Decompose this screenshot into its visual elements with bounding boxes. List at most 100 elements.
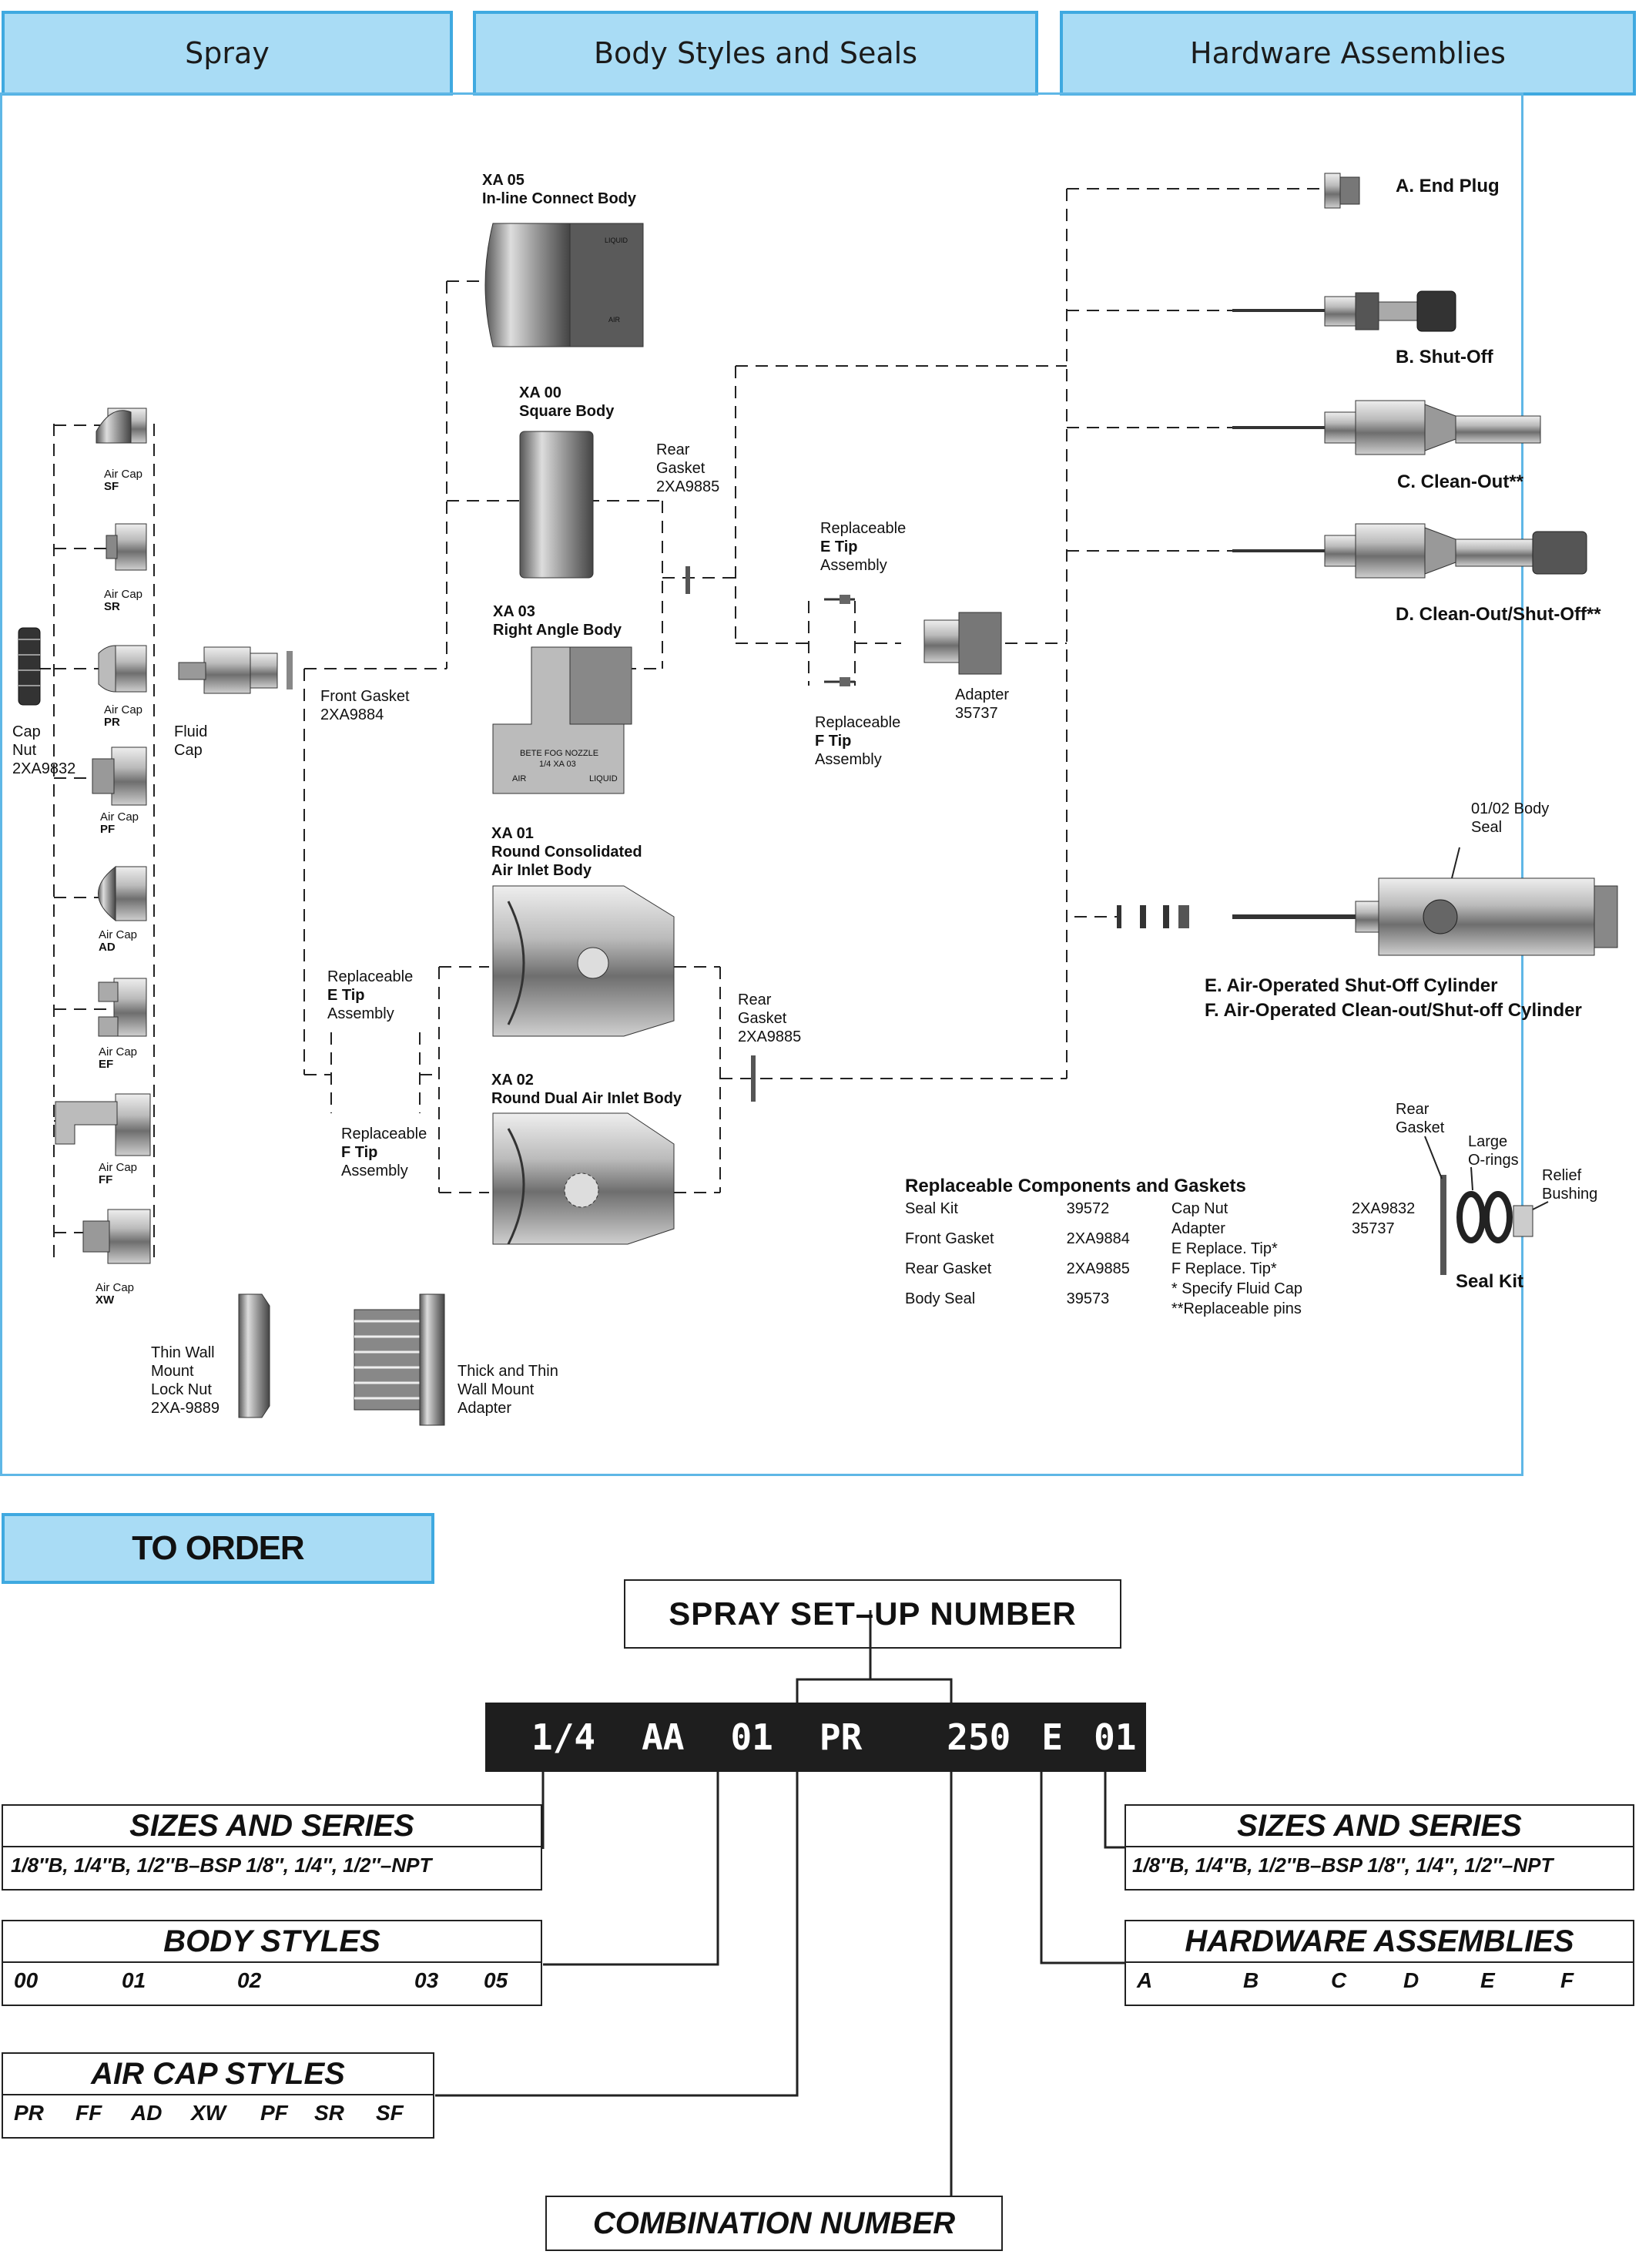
hardware-b-label: B. Shut-Off xyxy=(1396,347,1493,367)
clean-out-shut-off-icon xyxy=(1232,523,1587,579)
hardware-a-label: A. End Plug xyxy=(1396,176,1500,196)
tab-spray: Spray xyxy=(2,11,453,96)
sizes-series-left-values: 1/8″B, 1/4″B, 1/2″B–BSP 1/8″, 1/4″, 1/2″… xyxy=(11,1854,432,1877)
end-plug-icon xyxy=(1324,173,1360,209)
xa03-stamp-liquid: LIQUID xyxy=(589,774,618,783)
air-cap-styles-values: PR FF AD XW PF SR SF xyxy=(14,2101,404,2125)
code-size-2: 01 xyxy=(1094,1716,1137,1758)
components-table: Replaceable Components and Gaskets Seal … xyxy=(905,1174,1433,1319)
body-styles-title: BODY STYLES xyxy=(3,1921,541,1963)
air-cap-xw-icon xyxy=(82,1209,151,1264)
air-cap-sr-icon xyxy=(106,523,147,571)
air-cap-pr-icon xyxy=(98,645,147,693)
body-styles-values: 00 01 02 03 05 xyxy=(14,1968,508,1992)
xa03-stamp-num: 1/4 XA 03 xyxy=(539,760,576,769)
xa05-stamp-air: AIR xyxy=(608,316,621,324)
sizes-series-right-values: 1/8″B, 1/4″B, 1/2″B–BSP 1/8″, 1/4″, 1/2″… xyxy=(1132,1854,1554,1877)
air-cap-styles-title: AIR CAP STYLES xyxy=(3,2054,433,2095)
f-tip-icon xyxy=(824,677,855,686)
components-title: Replaceable Components and Gaskets xyxy=(905,1176,1246,1196)
hardware-c-label: C. Clean-Out** xyxy=(1397,471,1524,492)
code-combination: 250 xyxy=(947,1716,1011,1758)
sizes-series-left: SIZES AND SERIES 1/8″B, 1/4″B, 1/2″B–BSP… xyxy=(2,1804,542,1891)
adapter-icon xyxy=(923,612,1002,675)
air-cap-ff-icon xyxy=(55,1093,151,1156)
air-operated-cylinder-icon xyxy=(1117,877,1618,956)
setup-number-code: 1/4 AA 01 PR 250 E 01 xyxy=(485,1703,1146,1772)
hardware-e-label: E. Air-Operated Shut-Off Cylinder xyxy=(1205,975,1498,996)
shut-off-icon xyxy=(1232,290,1456,332)
spray-setup-number-title: SPRAY SET–UP NUMBER xyxy=(624,1579,1121,1649)
fluid-cap-icon xyxy=(178,646,293,694)
code-hardware: E xyxy=(1041,1716,1064,1758)
hardware-assemblies-box: HARDWARE ASSEMBLIES A B C D E F xyxy=(1125,1920,1634,2006)
sizes-series-left-title: SIZES AND SERIES xyxy=(3,1806,541,1847)
xa02-body-icon xyxy=(492,1112,675,1245)
code-air-cap: PR xyxy=(819,1716,863,1758)
air-cap-ef-icon xyxy=(98,978,147,1037)
xa03-body-icon xyxy=(492,646,632,794)
code-series: AA xyxy=(642,1716,685,1758)
xa03-stamp-fog: BETE FOG NOZZLE xyxy=(520,749,599,758)
wall-mount-adapter-icon xyxy=(354,1293,445,1426)
diagram-frame xyxy=(0,92,1523,1476)
rear-gasket-lower-icon xyxy=(751,1055,756,1102)
order-connectors xyxy=(435,1610,1125,2196)
code-body: 01 xyxy=(730,1716,773,1758)
cap-nut-icon xyxy=(18,627,41,706)
hardware-f-label: F. Air-Operated Clean-out/Shut-off Cylin… xyxy=(1205,1000,1582,1021)
body-styles-box: BODY STYLES 00 01 02 03 05 xyxy=(2,1920,542,2006)
e-tip-icon xyxy=(824,595,855,604)
seal-kit-icon xyxy=(1440,1175,1533,1275)
air-cap-pf-icon xyxy=(92,746,147,806)
combination-number-box: COMBINATION NUMBER xyxy=(545,2196,1003,2251)
code-size: 1/4 xyxy=(531,1716,596,1758)
hardware-assemblies-values: A B C D E F xyxy=(1137,1968,1574,1992)
xa05-stamp-liquid: LIQUID xyxy=(605,237,628,244)
hardware-assemblies-title: HARDWARE ASSEMBLIES xyxy=(1126,1921,1633,1963)
clean-out-icon xyxy=(1232,400,1541,455)
to-order-header: TO ORDER xyxy=(2,1513,434,1584)
sizes-series-right: SIZES AND SERIES 1/8″B, 1/4″B, 1/2″B–BSP… xyxy=(1125,1804,1634,1891)
tab-hardware-assemblies: Hardware Assemblies xyxy=(1060,11,1636,96)
air-cap-styles-box: AIR CAP STYLES PR FF AD XW PF SR SF xyxy=(2,2052,434,2139)
xa03-stamp-air: AIR xyxy=(512,774,527,783)
seal-kit-title: Seal Kit xyxy=(1456,1271,1524,1292)
xa01-body-icon xyxy=(492,885,675,1037)
xa05-body-icon xyxy=(484,223,644,347)
air-cap-sf-icon xyxy=(96,408,147,444)
sizes-series-right-title: SIZES AND SERIES xyxy=(1126,1806,1633,1847)
rear-gasket-icon xyxy=(685,566,690,594)
hardware-d-label: D. Clean-Out/Shut-Off** xyxy=(1396,604,1601,625)
xa00-body-icon xyxy=(519,431,594,579)
